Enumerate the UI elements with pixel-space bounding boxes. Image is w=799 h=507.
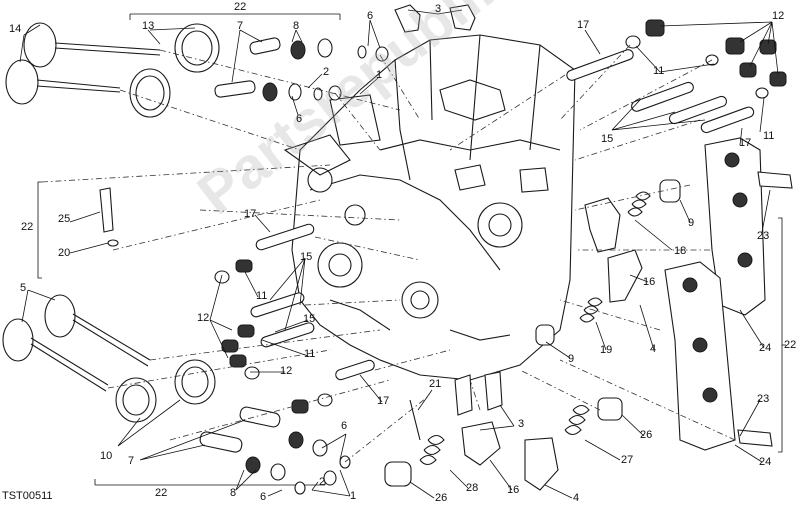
callout-25: 25 (58, 213, 71, 225)
callout-11: 11 (763, 130, 775, 142)
callout-4: 4 (573, 492, 580, 504)
callout-23: 23 (757, 393, 770, 405)
callout-14: 14 (9, 23, 22, 35)
callout-5: 5 (20, 282, 27, 294)
callout-28: 28 (466, 482, 479, 494)
callout-17: 17 (577, 19, 590, 31)
intake-valves-top (5, 22, 220, 118)
callout-16: 16 (643, 276, 656, 288)
callout-6: 6 (296, 113, 303, 125)
callout-2: 2 (323, 66, 330, 78)
spacers (384, 179, 681, 487)
callout-12: 12 (280, 365, 293, 377)
callout-8: 8 (230, 487, 237, 499)
callout-17: 17 (739, 137, 752, 149)
callout-7: 7 (128, 455, 135, 467)
callout-22: 22 (234, 1, 247, 13)
callout-13: 13 (142, 20, 155, 32)
callout-7: 7 (237, 20, 244, 32)
left-middle-parts (99, 187, 375, 414)
callout-26: 26 (640, 429, 653, 441)
leader-lines (19, 9, 786, 499)
callout-9: 9 (688, 217, 695, 229)
camshaft-caps (664, 137, 793, 451)
drawing-code: TST00511 (2, 490, 53, 502)
callout-22: 22 (155, 487, 168, 499)
callout-6: 6 (260, 491, 267, 503)
callout-11: 11 (304, 348, 316, 360)
callout-10: 10 (100, 450, 113, 462)
callout-1: 1 (350, 490, 357, 502)
callout-11: 11 (653, 65, 665, 77)
bracket-22-left (37, 181, 42, 279)
callout-17: 17 (244, 208, 257, 220)
callout-17: 17 (377, 395, 390, 407)
callout-18: 18 (674, 245, 687, 257)
callout-15: 15 (601, 133, 614, 145)
callout-22: 22 (21, 221, 34, 233)
callout-22: 22 (784, 339, 797, 351)
callout-27: 27 (621, 454, 634, 466)
callout-4: 4 (650, 343, 657, 355)
callout-20: 20 (58, 247, 71, 259)
callout-15: 15 (300, 251, 313, 263)
callout-3: 3 (435, 3, 442, 15)
springs (409, 191, 651, 466)
callout-26: 26 (435, 492, 448, 504)
callout-2: 2 (319, 476, 326, 488)
callout-11: 11 (256, 290, 268, 302)
valve-guides-top (214, 37, 389, 102)
callout-6: 6 (367, 10, 374, 22)
callout-12: 12 (197, 312, 210, 324)
callout-12: 12 (772, 10, 785, 22)
callout-9: 9 (568, 353, 575, 365)
callout-3: 3 (518, 418, 525, 430)
rocker-arms (454, 197, 643, 491)
callout-6: 6 (341, 420, 348, 432)
bracket-22-right (778, 217, 783, 453)
assembly-lines (41, 44, 736, 463)
callout-23: 23 (757, 230, 770, 242)
callout-19: 19 (600, 344, 613, 356)
callout-8: 8 (293, 20, 300, 32)
cylinder-head (283, 4, 576, 381)
callout-1: 1 (376, 69, 383, 81)
callout-15: 15 (303, 313, 316, 325)
callout-16: 16 (507, 484, 520, 496)
exhaust-valves-bottom (2, 294, 216, 423)
callout-24: 24 (759, 456, 772, 468)
callout-24: 24 (759, 342, 772, 354)
callout-21: 21 (429, 378, 442, 390)
valve-guides-bottom (199, 406, 351, 495)
rocker-shafts-top-right (566, 19, 787, 134)
